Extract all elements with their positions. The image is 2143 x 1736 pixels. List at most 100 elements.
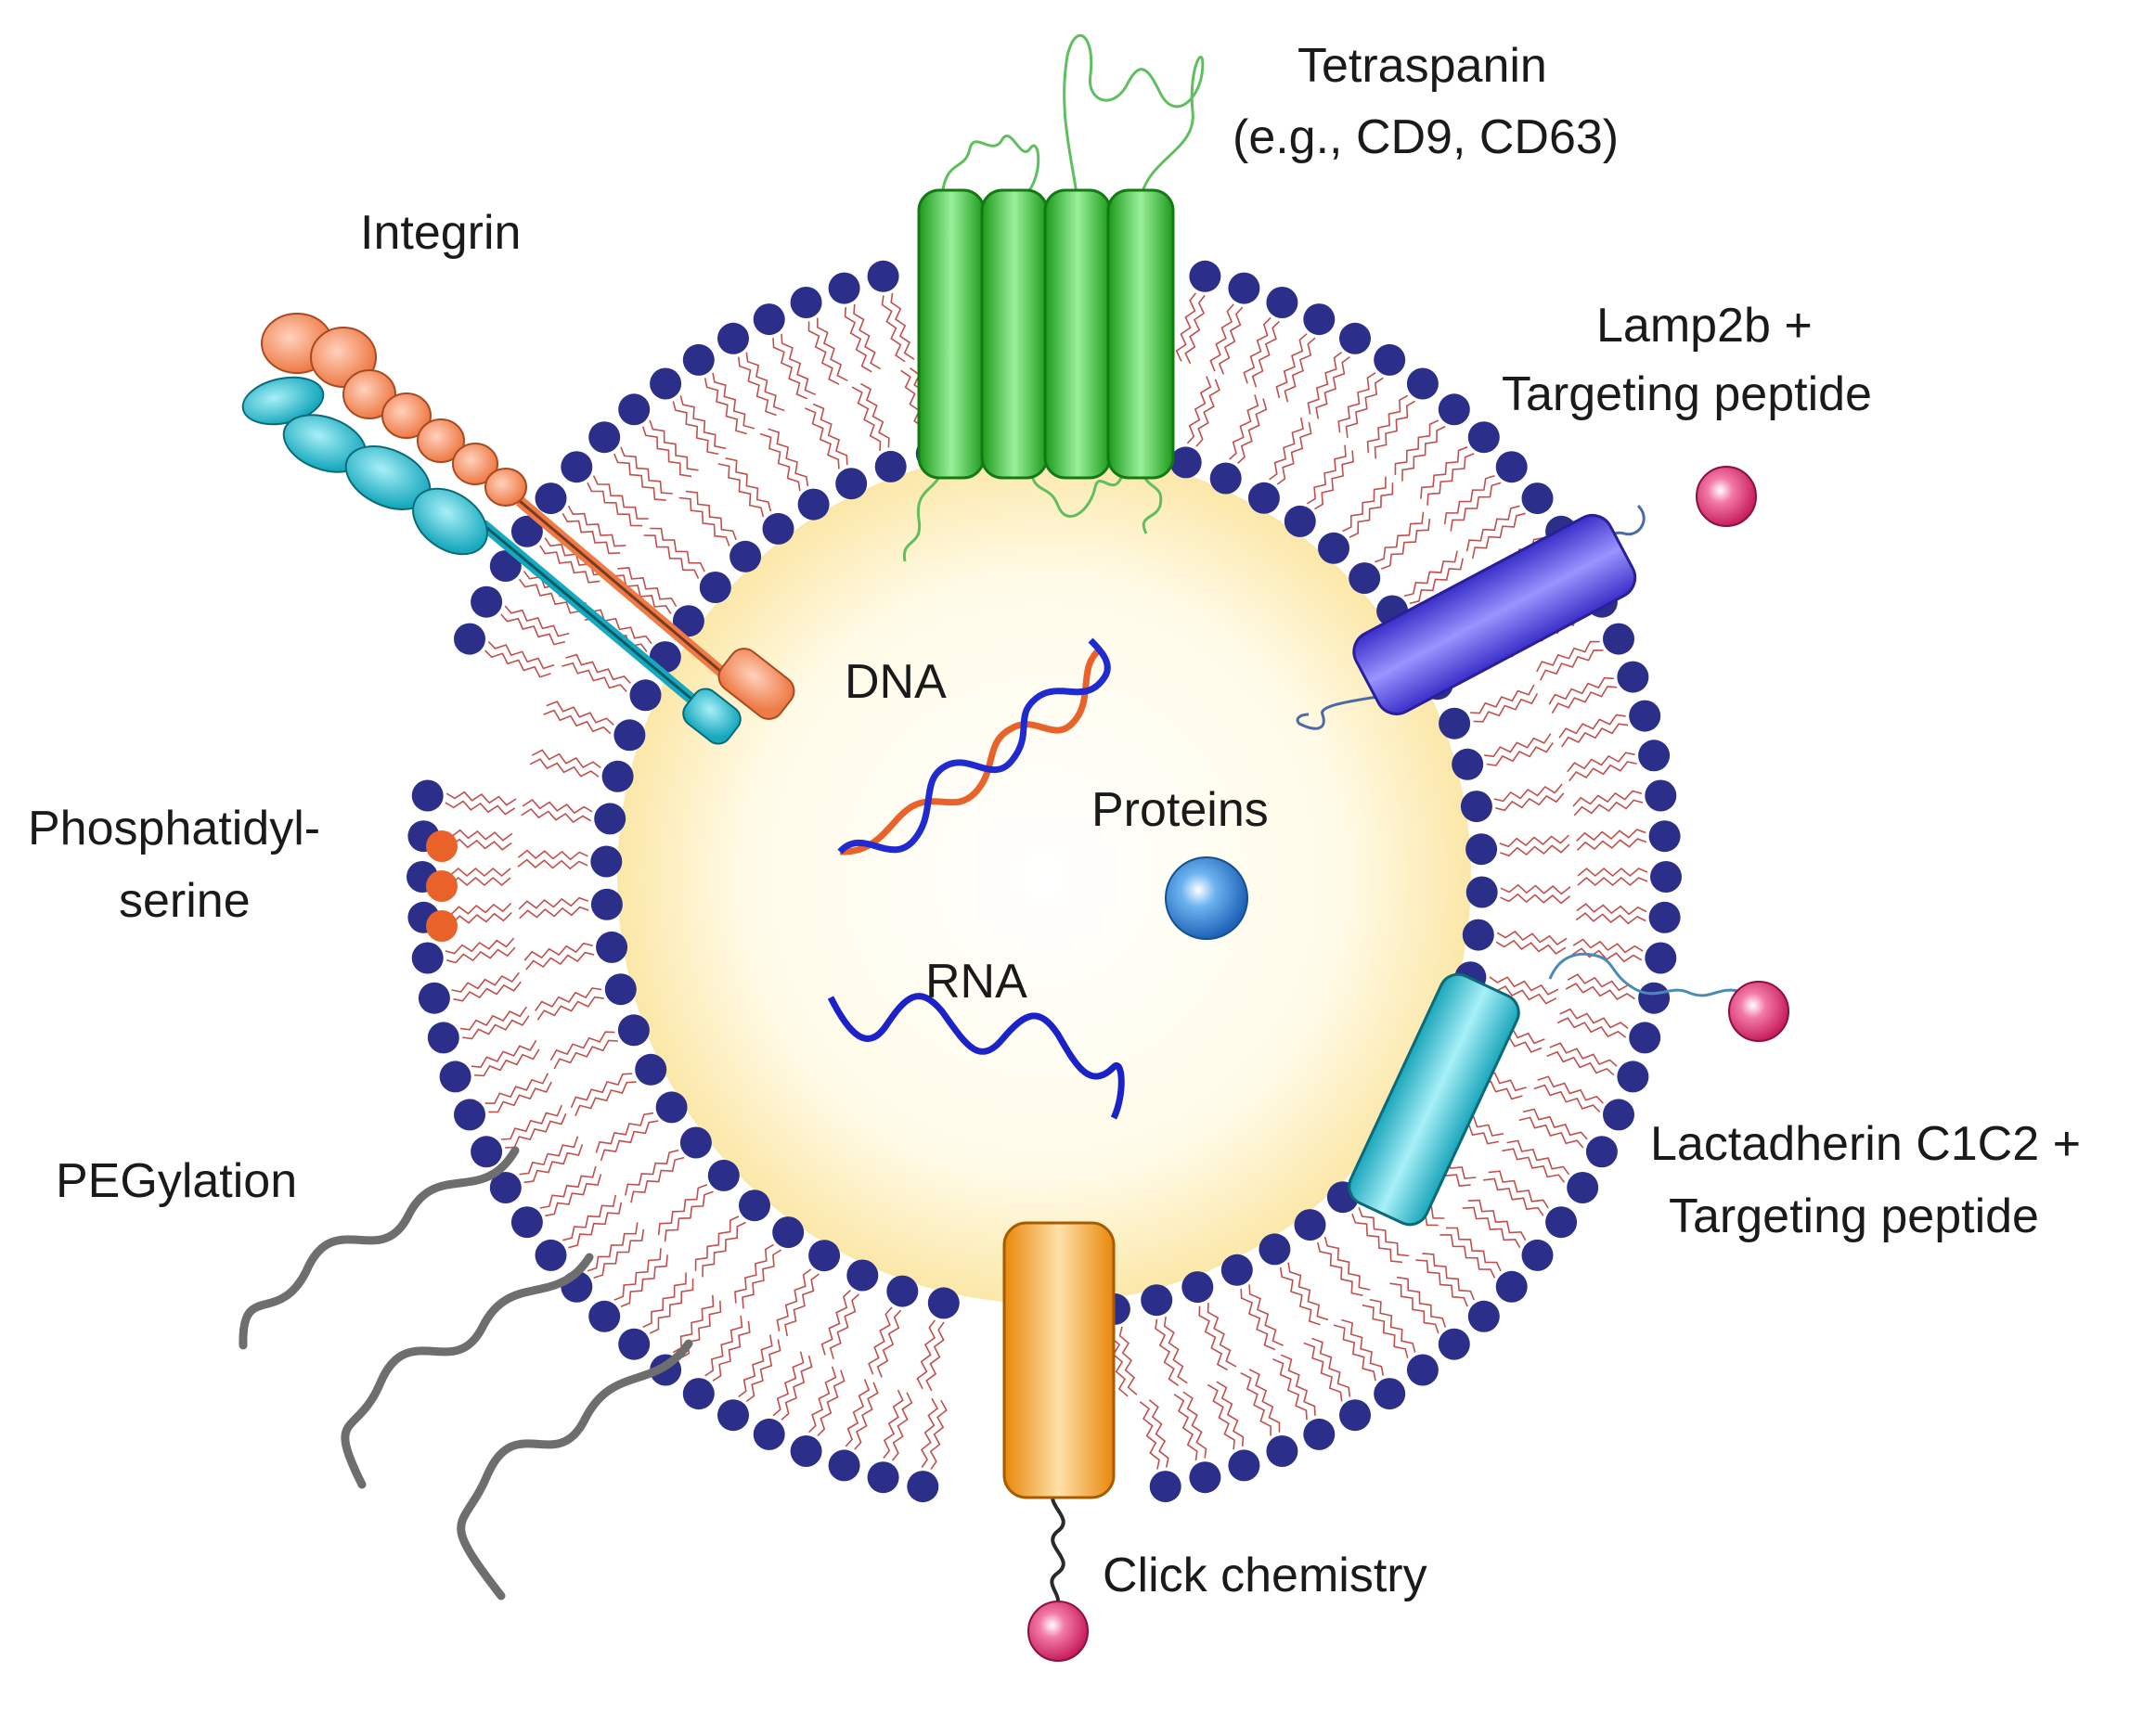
lipid-tail <box>712 372 755 430</box>
lipid-tail <box>672 401 719 456</box>
lipid-tail <box>717 463 765 518</box>
lipid-head <box>828 1449 860 1482</box>
lipid-tail <box>484 649 551 678</box>
lipid-head <box>588 1300 621 1332</box>
lipid-tail <box>523 942 593 961</box>
lipid-tail <box>567 505 626 547</box>
lipid-tail <box>1484 733 1552 758</box>
lipid-tail <box>1333 1324 1376 1382</box>
lamp2b-targeting-peptide <box>1696 466 1757 527</box>
lipid-head <box>808 1240 841 1272</box>
lipid-head <box>617 1014 650 1047</box>
lipid-tail <box>1118 1326 1138 1395</box>
lipid-tail <box>649 419 699 471</box>
lipid-head <box>635 1053 667 1086</box>
lipid-tail <box>1306 444 1347 505</box>
lipid-tail <box>1240 1288 1276 1351</box>
lipid-tail <box>1518 1116 1584 1149</box>
lipid-tail <box>488 1081 552 1113</box>
lipid-tail <box>1349 482 1394 538</box>
lipid-tail <box>1401 425 1446 482</box>
lipid-tail <box>1409 558 1464 605</box>
lipid-tail <box>642 1272 687 1329</box>
lipid-head <box>1228 1449 1260 1482</box>
lipid-head <box>1209 462 1242 495</box>
lipid-head <box>1467 421 1500 454</box>
lipid-tail <box>600 1120 659 1162</box>
lipid-tail <box>1567 973 1637 992</box>
lipid-head <box>613 719 646 752</box>
lipid-tail <box>1495 792 1565 812</box>
lipid-tail <box>1439 1234 1496 1279</box>
lipid-tail <box>1445 1227 1502 1272</box>
lipid-tail <box>772 1351 805 1417</box>
lipid-tail <box>1380 518 1431 570</box>
tetraspanin-protein <box>917 188 1175 480</box>
lipid-head <box>1650 861 1682 893</box>
lipid-tail <box>1218 306 1244 375</box>
lipid-head <box>874 450 907 482</box>
lipid-tail <box>1394 419 1439 476</box>
lipid-head <box>1585 1136 1618 1168</box>
lipid-tail <box>500 613 566 646</box>
label-lamp2b-line1: Lamp2b + <box>1596 299 1813 353</box>
lipid-tail <box>462 1015 530 1040</box>
lipid-tail <box>1576 903 1647 916</box>
lipid-tail <box>1403 550 1458 598</box>
lipid-head <box>618 393 651 426</box>
lipid-tail <box>1314 450 1354 510</box>
lipid-tail <box>620 446 673 495</box>
lipid-head <box>1303 1418 1336 1450</box>
lipid-head <box>1521 1239 1554 1271</box>
lipid-head <box>1141 1284 1173 1317</box>
lipid-tail <box>1559 1008 1629 1030</box>
lipid-tail <box>704 1316 743 1377</box>
label-integrin: Integrin <box>360 206 521 260</box>
lipid-tail <box>592 475 649 520</box>
lipid-tail <box>1316 1241 1363 1296</box>
lipid-tail <box>1345 377 1384 438</box>
lipid-tail <box>868 1306 893 1375</box>
lipid-tail <box>529 758 600 778</box>
peg-chains <box>239 1146 693 1601</box>
lipid-tail <box>474 1048 540 1077</box>
lipid-tail <box>1251 320 1280 388</box>
lipid-tail <box>1311 1337 1351 1397</box>
lipid-head <box>1189 1461 1221 1494</box>
lipid-tail <box>588 609 652 645</box>
lipid-tail <box>738 1334 773 1398</box>
lipid-tail <box>920 1397 939 1468</box>
lipid-head <box>1460 791 1492 823</box>
lipid-tail <box>1493 783 1563 803</box>
lipid-head <box>867 1461 899 1494</box>
lipid-head <box>411 942 444 974</box>
lipid-head <box>471 585 503 618</box>
lipid-tail <box>737 356 777 417</box>
lipid-head <box>454 1099 485 1131</box>
lipid-tail <box>1500 883 1571 895</box>
lipid-head <box>672 605 704 637</box>
lipid-tail <box>620 1254 668 1307</box>
lipid-tail <box>539 545 600 584</box>
lipid-tail <box>518 896 588 910</box>
lipid-tail <box>685 490 737 541</box>
lipid-tail <box>649 1278 694 1334</box>
lipid-head <box>1467 1300 1500 1332</box>
lipid-tail <box>1443 474 1495 525</box>
lipid-tail <box>445 791 517 806</box>
lipid-tail <box>1341 1318 1385 1376</box>
lipid-head <box>762 512 794 545</box>
lipid-head <box>1629 1022 1661 1054</box>
label-tetraspanin-line1: Tetraspanin <box>1297 39 1547 93</box>
lipid-tail <box>1175 292 1197 362</box>
lipid-tail <box>643 534 700 579</box>
lipid-tail <box>745 1339 781 1403</box>
lipid-head <box>1438 393 1470 426</box>
lipid-tail <box>1450 482 1502 532</box>
lipid-tail <box>549 1031 615 1061</box>
lipid-head <box>1462 919 1494 951</box>
lipid-tail <box>1573 799 1644 817</box>
lipid-tail <box>565 653 631 684</box>
lipid-tail <box>562 512 621 555</box>
lipid-tail <box>1216 1381 1245 1447</box>
